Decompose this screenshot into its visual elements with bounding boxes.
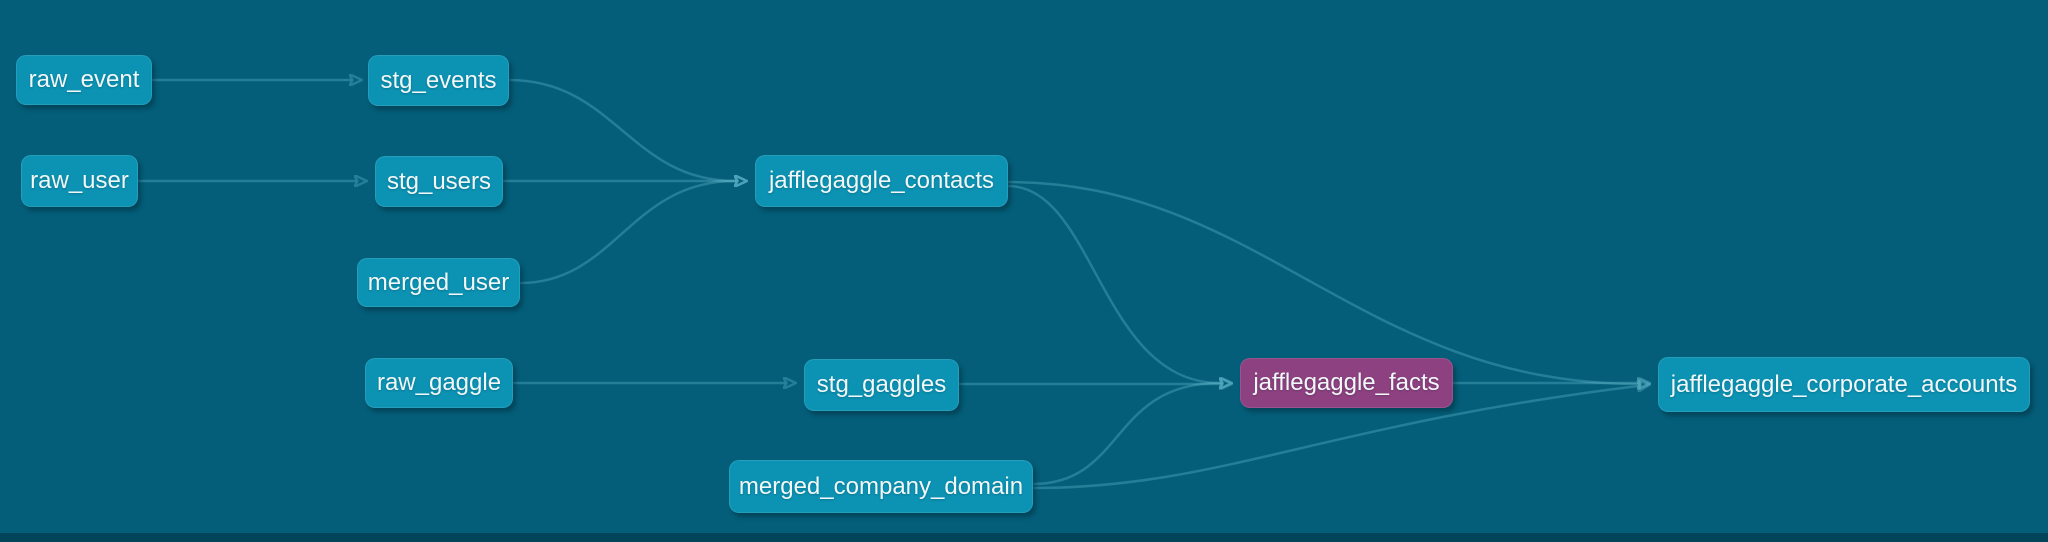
- edge-jafflegaggle_contacts-jafflegaggle_corporate_accounts: [1006, 180, 1638, 384]
- edge-merged_user-jafflegaggle_contacts: [518, 181, 735, 285]
- edge-jafflegaggle_contacts-jafflegaggle_facts: [1006, 184, 1220, 383]
- canvas-bottom-strip: [0, 533, 2048, 542]
- node-stg-events[interactable]: stg_events: [368, 55, 509, 106]
- node-raw-event[interactable]: raw_event: [16, 55, 152, 105]
- node-jafflegaggle-facts[interactable]: jafflegaggle_facts: [1240, 358, 1453, 408]
- node-jafflegaggle-corporate-accounts[interactable]: jafflegaggle_corporate_accounts: [1658, 357, 2030, 412]
- node-merged-company-domain[interactable]: merged_company_domain: [729, 460, 1033, 513]
- node-raw-gaggle[interactable]: raw_gaggle: [365, 358, 513, 408]
- node-raw-user[interactable]: raw_user: [21, 155, 138, 207]
- edge-stg_events-jafflegaggle_contacts: [507, 78, 735, 181]
- edge-merged_company_domain-jafflegaggle_facts: [1031, 383, 1220, 486]
- node-merged-user[interactable]: merged_user: [357, 258, 520, 307]
- node-stg-gaggles[interactable]: stg_gaggles: [804, 359, 959, 411]
- node-jafflegaggle-contacts[interactable]: jafflegaggle_contacts: [755, 155, 1008, 207]
- edge-merged_company_domain-jafflegaggle_corporate_accounts: [1031, 386, 1638, 490]
- node-stg-users[interactable]: stg_users: [375, 156, 503, 207]
